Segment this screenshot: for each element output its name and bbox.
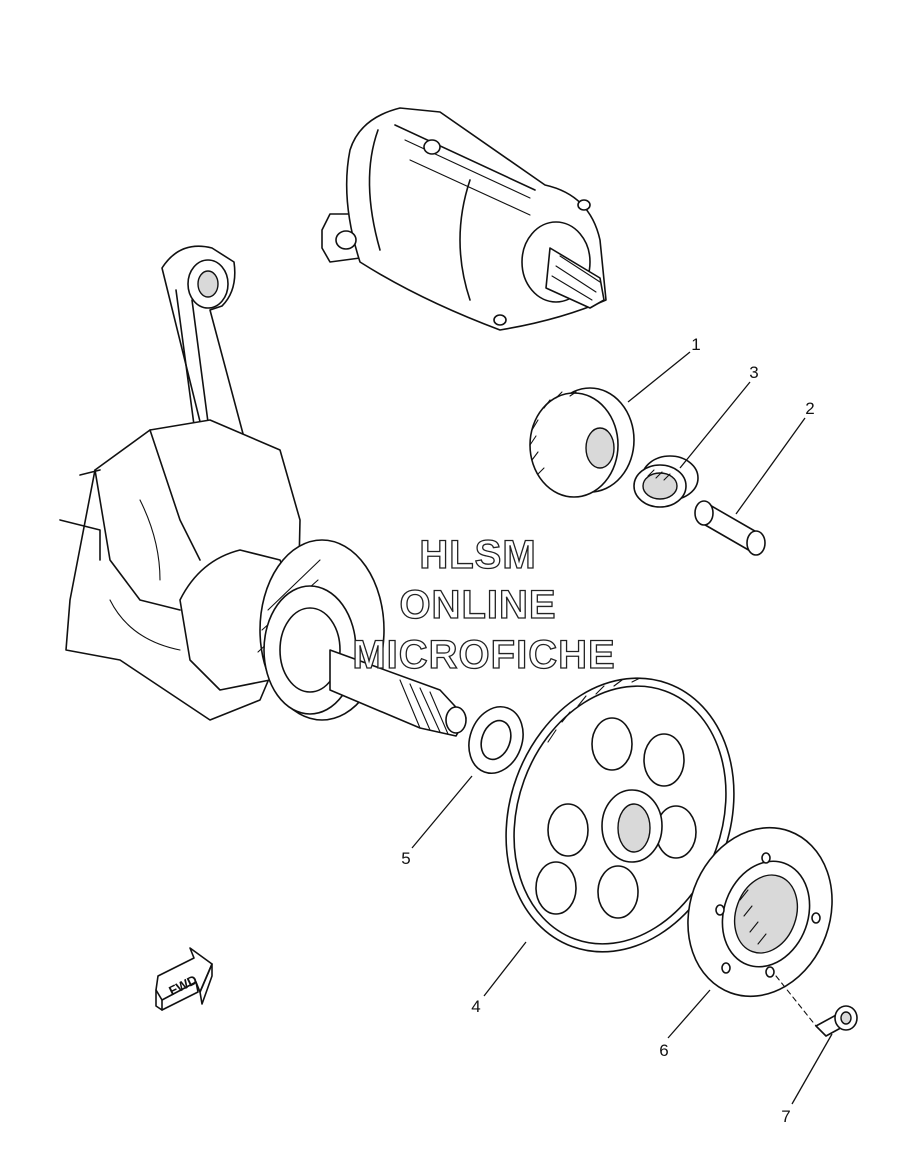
callout-6: 6: [659, 1041, 668, 1060]
callout-1: 1: [691, 335, 700, 354]
crankshaft-assembly: [59, 245, 467, 737]
callout-2: 2: [805, 399, 814, 418]
part-4-wheel-gear: [505, 677, 735, 953]
part-6-starter-clutch: [687, 826, 833, 998]
callout-5: 5: [401, 849, 410, 868]
watermark-line-3: MICROFICHE: [352, 633, 615, 677]
watermark-line-2: ONLINE: [399, 583, 556, 627]
part-1-idle-gear: [529, 387, 635, 498]
part-3-bearing: [633, 455, 699, 508]
starter-motor: [321, 107, 607, 331]
part-2-shaft: [694, 500, 766, 556]
callout-7: 7: [781, 1107, 790, 1126]
leader-lines: [411, 351, 833, 1105]
callout-3: 3: [749, 363, 758, 382]
fwd-arrow-icon: FWD: [155, 947, 213, 1011]
watermark-line-1: HLSM: [419, 533, 536, 577]
part-5-washer: [468, 706, 524, 774]
callout-4: 4: [471, 997, 480, 1016]
part-7-bolt: [775, 975, 858, 1037]
